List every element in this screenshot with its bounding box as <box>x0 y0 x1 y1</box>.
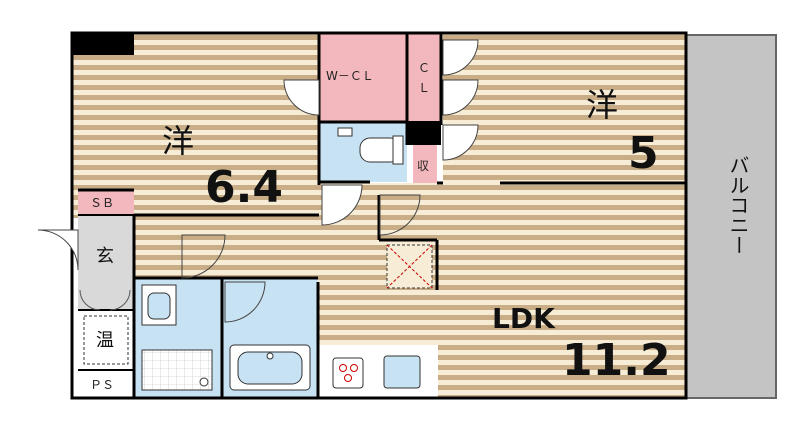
pipe-space <box>78 370 134 398</box>
balcony-label: バルコニー <box>726 155 750 255</box>
refrigerator-space <box>386 244 433 289</box>
water-heater-label: 温 <box>96 330 114 351</box>
kitchen-stove <box>332 357 364 389</box>
door-swings <box>37 39 479 323</box>
shoe-box-label: ＳＢ <box>90 196 114 210</box>
western-room-right-floor <box>443 33 686 183</box>
kitchen-sink <box>383 355 421 389</box>
western-room-left-size: 6.4 <box>205 162 283 213</box>
western-room-left-type: 洋 <box>162 122 194 160</box>
western-room-right-size: 5 <box>628 128 659 179</box>
water-heater-unit <box>83 315 129 365</box>
western-room-left-floor <box>72 33 319 218</box>
washbasin <box>141 284 213 391</box>
pipe-space-label: ＰＳ <box>90 378 114 392</box>
storage <box>413 145 437 183</box>
walk-in-closet-label: W－ＣＬ <box>326 69 374 83</box>
entrance-label: 玄 <box>96 246 114 267</box>
ldk-type: LDK <box>492 302 556 335</box>
closet <box>407 33 441 121</box>
bathtub <box>229 344 311 391</box>
balcony <box>685 34 777 399</box>
toilet-fixture <box>337 127 404 165</box>
storage-label: 収 <box>417 159 429 173</box>
closet-label-line1: Ｃ <box>418 61 430 75</box>
western-room-right-type: 洋 <box>586 86 618 124</box>
ldk-size: 11.2 <box>562 335 671 386</box>
walk-in-closet <box>319 33 407 121</box>
entrance-doors <box>79 289 131 311</box>
shoe-box <box>78 190 134 215</box>
entrance-floor <box>78 215 134 310</box>
walls <box>70 31 688 400</box>
closet-label-line2: Ｌ <box>418 81 430 95</box>
